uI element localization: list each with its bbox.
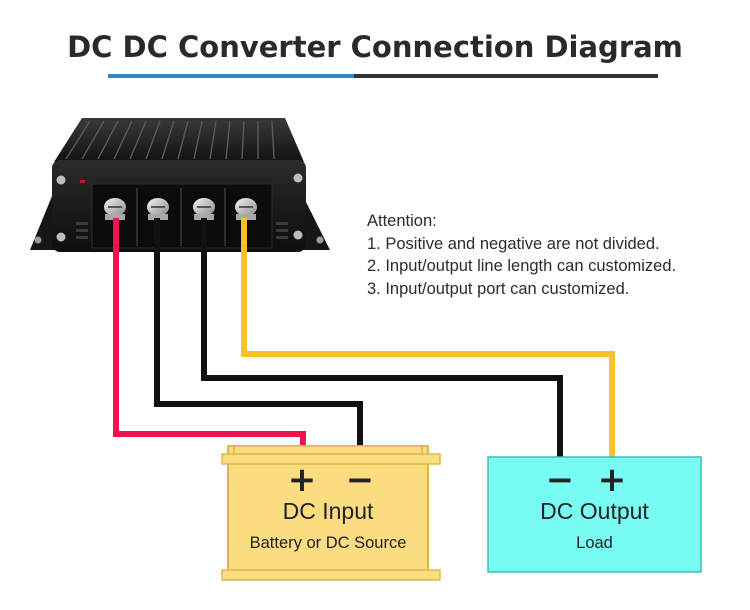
- attention-notes: Attention: 1. Positive and negative are …: [367, 210, 676, 300]
- wire-black-input: [154, 218, 363, 450]
- terminal-screw: [193, 198, 215, 220]
- input-box-title: DC Input: [282, 498, 374, 524]
- converter-device: [30, 118, 330, 252]
- output-box-subtitle: Load: [576, 534, 613, 552]
- input-plus-sign: +: [287, 460, 317, 500]
- wire-red: [113, 218, 306, 450]
- terminal-screw: [147, 198, 169, 220]
- terminal-screw: [104, 198, 126, 220]
- input-box-subtitle: Battery or DC Source: [249, 534, 407, 552]
- output-plus-sign: +: [597, 460, 627, 500]
- output-box-title: DC Output: [540, 498, 649, 524]
- attention-item: 1. Positive and negative are not divided…: [367, 234, 660, 253]
- wire-black-output: [201, 218, 563, 460]
- input-minus-sign: −: [345, 460, 375, 500]
- dc-output-box: [487, 456, 702, 573]
- attention-item: 2. Input/output line length can customiz…: [367, 257, 677, 275]
- dc-input-box: [221, 445, 441, 581]
- attention-heading: Attention:: [367, 212, 437, 230]
- title-underline: [354, 74, 658, 78]
- terminal-screw: [235, 198, 257, 220]
- title-underline-accent: [108, 74, 354, 78]
- output-minus-sign: −: [545, 460, 575, 500]
- wire-yellow: [241, 218, 615, 460]
- attention-item: 3. Input/output port can customized.: [367, 279, 630, 298]
- page-title: DC DC Converter Connection Diagram: [67, 30, 683, 64]
